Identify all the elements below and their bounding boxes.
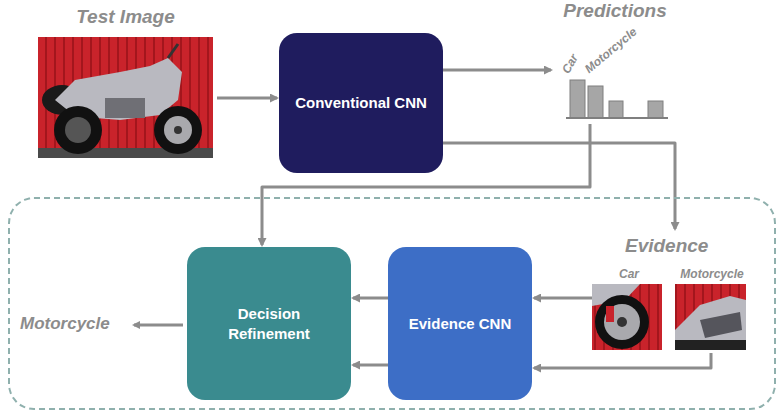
box-label: Decision Refinement — [187, 304, 351, 344]
test-photo — [38, 37, 213, 158]
flow-arrow — [353, 364, 388, 367]
image-heading: Motorcycle — [672, 267, 752, 281]
box-label: Conventional CNN — [287, 93, 435, 113]
flow-arrow — [534, 297, 592, 300]
prediction-bars — [566, 80, 668, 118]
process-box: Decision Refinement — [187, 247, 351, 400]
output-label: Motorcycle — [20, 314, 110, 334]
evidence-photo — [675, 284, 746, 350]
image-panel: Motorcycle — [672, 267, 752, 352]
chart-title: Predictions — [555, 0, 675, 22]
image-heading: Car — [592, 267, 666, 281]
image-heading: Test Image — [38, 6, 213, 28]
region-heading: Evidence — [625, 235, 708, 257]
process-box: Evidence CNN — [388, 247, 532, 400]
prediction-chart: PredictionsCarMotorcycle — [555, 0, 675, 122]
process-box: Conventional CNN — [279, 33, 443, 173]
flow-arrow — [217, 97, 277, 100]
image-panel: Test Image — [38, 6, 213, 158]
evidence-photo — [592, 284, 662, 350]
bar-label: Car — [559, 52, 581, 76]
flow-arrow — [353, 297, 388, 300]
group-region: EvidenceDecision Refinement Evidence CNN C… — [8, 197, 776, 410]
flow-arrow — [534, 353, 711, 368]
image-panel: Car — [592, 267, 666, 352]
flow-arrow — [443, 69, 551, 72]
bar-label: Motorcycle — [582, 25, 640, 76]
box-label: Evidence CNN — [401, 314, 520, 334]
output-arrow — [134, 324, 183, 327]
